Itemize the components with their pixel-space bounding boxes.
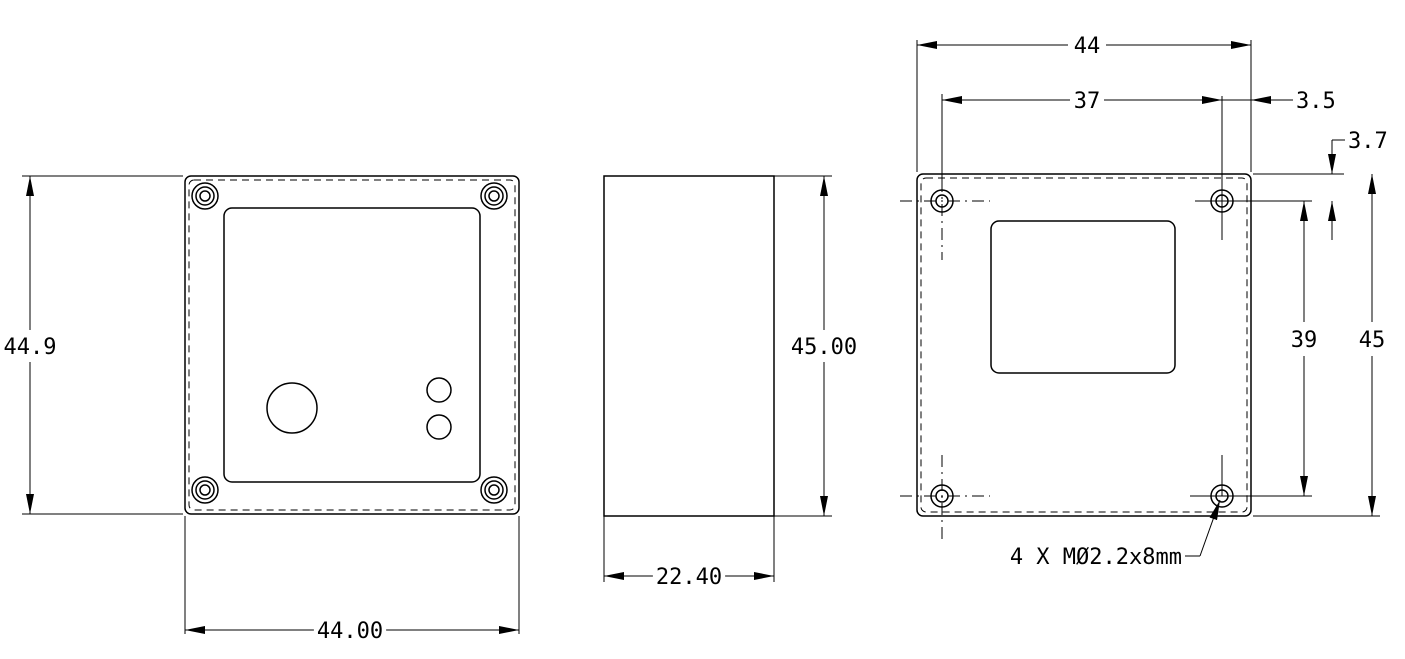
front-body-inner-edge — [188, 179, 516, 511]
dim-label-backdrop — [1287, 328, 1321, 353]
dim-label-backdrop — [1293, 89, 1339, 114]
side-view: 45.00 22.40 — [603, 175, 861, 590]
side-body-outline — [603, 175, 775, 517]
dim-label-backdrop — [652, 565, 726, 590]
dim-label-backdrop — [1355, 328, 1389, 353]
back-offset-y-dim-label: 3.7 — [1348, 129, 1388, 154]
dim-label-backdrop — [1345, 129, 1391, 154]
front-body-outline — [184, 175, 520, 515]
front-screw-top-left — [191, 182, 219, 210]
front-screw-top-right — [480, 182, 508, 210]
back-view: 44 37 3.5 3.7 39 45 4 X MØ2.2x8mm — [900, 34, 1391, 570]
dim-label-backdrop — [1070, 34, 1104, 59]
front-view: 44.9 44.00 — [0, 175, 520, 644]
back-hole-spacing-y-dim-label: 39 — [1291, 328, 1318, 353]
side-height-dim-label: 45.00 — [791, 335, 857, 360]
dim-label-backdrop — [313, 619, 387, 644]
back-body-outline — [916, 173, 1252, 517]
side-depth-dim-label: 22.40 — [656, 565, 722, 590]
dim-label-backdrop — [1070, 89, 1104, 114]
back-hole-note-leader-arrow — [1199, 499, 1221, 557]
front-screw-bottom-left — [191, 476, 219, 504]
back-offset-x-dim-label: 3.5 — [1296, 89, 1336, 114]
back-hole-spacing-dim-label: 37 — [1074, 89, 1101, 114]
dim-label-backdrop — [787, 335, 861, 360]
back-hole-note-label: 4 X MØ2.2x8mm — [1010, 545, 1182, 570]
front-lens — [266, 382, 318, 434]
front-height-dim-label: 44.9 — [4, 335, 57, 360]
back-width-dim-label: 44 — [1074, 34, 1101, 59]
back-label-area — [990, 220, 1176, 374]
dim-label-backdrop — [0, 335, 60, 360]
back-height-dim-label: 45 — [1359, 328, 1386, 353]
front-width-dim-label: 44.00 — [317, 619, 383, 644]
front-led-top — [426, 377, 452, 403]
back-body-inner-edge — [920, 177, 1248, 513]
front-window — [223, 207, 481, 483]
front-led-bottom — [426, 414, 452, 440]
dim-label-backdrop — [1006, 545, 1185, 570]
front-screw-bottom-right — [480, 476, 508, 504]
